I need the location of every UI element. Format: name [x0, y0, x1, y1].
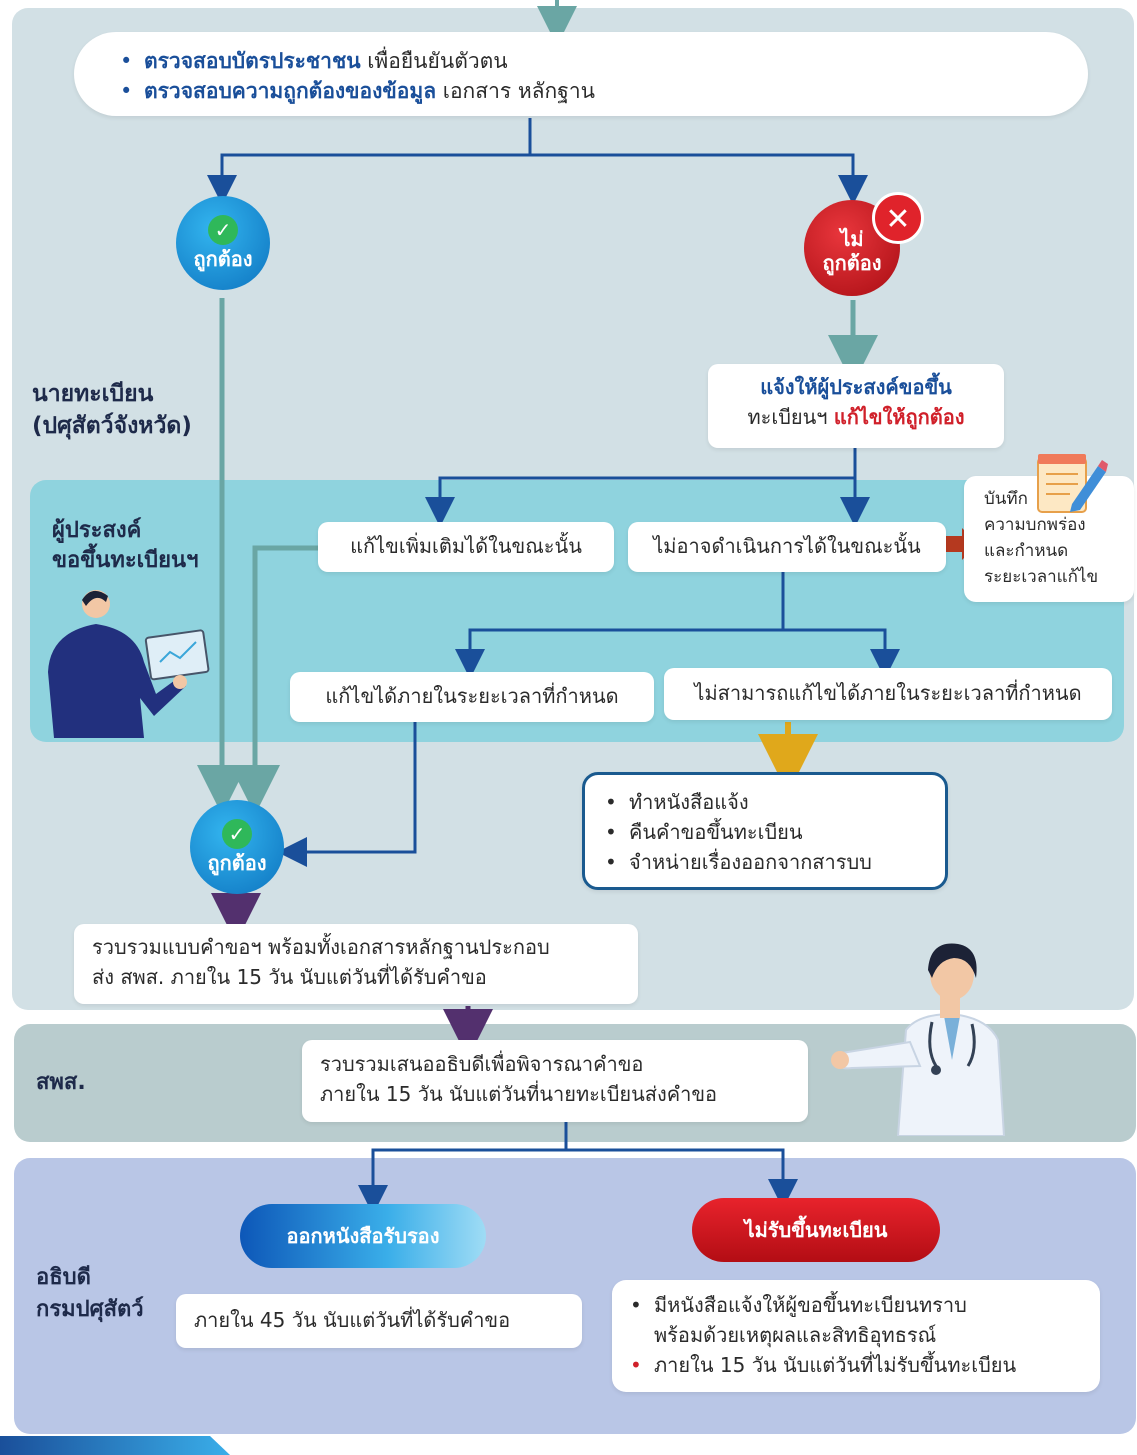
- director-label: อธิบดี กรมปศุสัตว์: [36, 1265, 144, 1322]
- approve-time-text: ภายใน 45 วัน นับแต่วันที่ได้รับคำขอ: [194, 1308, 511, 1332]
- applicant-label: ผู้ประสงค์ ขอขึ้นทะเบียนฯ: [52, 518, 199, 573]
- split-connector: [207, 118, 532, 205]
- sps-label: สพส.: [36, 1070, 86, 1095]
- notepad-icon: [1037, 454, 1108, 513]
- approve-pill: ออกหนังสือรับรอง: [240, 1204, 486, 1268]
- incorrect-label-bottom: ถูกต้อง: [822, 251, 882, 275]
- reject-text: ไม่รับขึ้นทะเบียน: [744, 1218, 888, 1242]
- notify-line-2: ทะเบียนฯ แก้ไขให้ถูกต้อง: [747, 405, 965, 429]
- verify-doc-item: ตรวจสอบความถูกต้องของข้อมูล เอกสาร หลักฐ…: [114, 76, 1048, 106]
- reject-notes-box: มีหนังสือแจ้งให้ผู้ขอขึ้นทะเบียนทราบ พร้…: [612, 1280, 1100, 1392]
- fix-now-text: แก้ไขเพิ่มเติมได้ในขณะนั้น: [350, 534, 582, 558]
- cross-icon: ✕: [872, 192, 924, 244]
- cannot-now-text: ไม่อาจดำเนินการได้ในขณะนั้น: [653, 534, 921, 558]
- reject-note-item: ภายใน 15 วัน นับแต่วันที่ไม่รับขึ้นทะเบี…: [624, 1350, 1088, 1380]
- collect-line-2: ส่ง สพส. ภายใน 15 วัน นับแต่วันที่ได้รับ…: [92, 965, 487, 989]
- verification-box: ตรวจสอบบัตรประชาชน เพื่อยืนยันตัวตน ตรวจ…: [74, 32, 1088, 116]
- sps-box: รวบรวมเสนออธิบดีเพื่อพิจารณาคำขอ ภายใน 1…: [302, 1040, 808, 1122]
- cannot-fix-in-time-text: ไม่สามารถแก้ไขได้ภายในระยะเวลาที่กำหนด: [694, 681, 1082, 705]
- approve-text: ออกหนังสือรับรอง: [286, 1224, 440, 1248]
- fix-now-line: [230, 545, 318, 815]
- registrar-label: นายทะเบียน (ปศุสัตว์จังหวัด): [32, 381, 192, 439]
- sps-split: [358, 1122, 568, 1215]
- reject-action-item: จำหน่ายเรื่องออกจากสารบบ: [599, 847, 931, 877]
- fix-now-box: แก้ไขเพิ่มเติมได้ในขณะนั้น: [318, 522, 614, 572]
- incorrect-circle: ไม่ ถูกต้อง: [804, 200, 900, 296]
- sps-line-1: รวบรวมเสนออธิบดีเพื่อพิจารณาคำขอ: [320, 1052, 644, 1076]
- decorative-strip: [0, 1436, 230, 1455]
- check-icon: ✓: [208, 215, 238, 245]
- record-note-text: บันทึก ความบกพร่อง และกำหนด ระยะเวลาแก้ไ…: [984, 489, 1099, 587]
- reject-note-item: มีหนังสือแจ้งให้ผู้ขอขึ้นทะเบียนทราบ พร้…: [624, 1290, 1088, 1350]
- check-icon: ✓: [222, 819, 252, 849]
- cannot-now-box: ไม่อาจดำเนินการได้ในขณะนั้น: [628, 522, 946, 572]
- fix-in-time-box: แก้ไขได้ภายในระยะเวลาที่กำหนด: [290, 672, 654, 722]
- sps-line-2: ภายใน 15 วัน นับแต่วันที่นายทะเบียนส่งคำ…: [320, 1082, 718, 1106]
- reject-actions-box: ทำหนังสือแจ้ง คืนคำขอขึ้นทะเบียน จำหน่าย…: [582, 772, 948, 890]
- collect-line-1: รวบรวมแบบคำขอฯ พร้อมทั้งเอกสารหลักฐานประ…: [92, 935, 550, 959]
- person-with-tablet-icon: [48, 590, 210, 738]
- notify-box: แจ้งให้ผู้ประสงค์ขอขึ้น ทะเบียนฯ แก้ไขให…: [708, 364, 1004, 448]
- cannot-fix-in-time-box: ไม่สามารถแก้ไขได้ภายในระยะเวลาที่กำหนด: [664, 668, 1112, 720]
- approve-time-box: ภายใน 45 วัน นับแต่วันที่ได้รับคำขอ: [176, 1294, 582, 1348]
- reject-action-item: คืนคำขอขึ้นทะเบียน: [599, 817, 931, 847]
- correct-circle: ✓ ถูกต้อง: [176, 196, 270, 290]
- correct-circle-final: ✓ ถูกต้อง: [190, 800, 284, 894]
- notify-split: [425, 448, 857, 527]
- notify-line-1: แจ้งให้ผู้ประสงค์ขอขึ้น: [760, 375, 952, 399]
- doctor-icon: [831, 943, 1006, 1136]
- fix-in-time-text: แก้ไขได้ภายในระยะเวลาที่กำหนด: [325, 684, 619, 708]
- correct-label: ถูกต้อง: [207, 851, 267, 875]
- correct-label: ถูกต้อง: [193, 247, 253, 271]
- reject-action-item: ทำหนังสือแจ้ง: [599, 787, 931, 817]
- verify-id-item: ตรวจสอบบัตรประชาชน เพื่อยืนยันตัวตน: [114, 46, 1048, 76]
- cannot-now-split: [455, 572, 785, 679]
- reject-pill: ไม่รับขึ้นทะเบียน: [692, 1198, 940, 1262]
- incorrect-label-top: ไม่: [840, 227, 864, 251]
- collect-box: รวบรวมแบบคำขอฯ พร้อมทั้งเอกสารหลักฐานประ…: [74, 924, 638, 1004]
- fix-in-time-line: [277, 722, 417, 867]
